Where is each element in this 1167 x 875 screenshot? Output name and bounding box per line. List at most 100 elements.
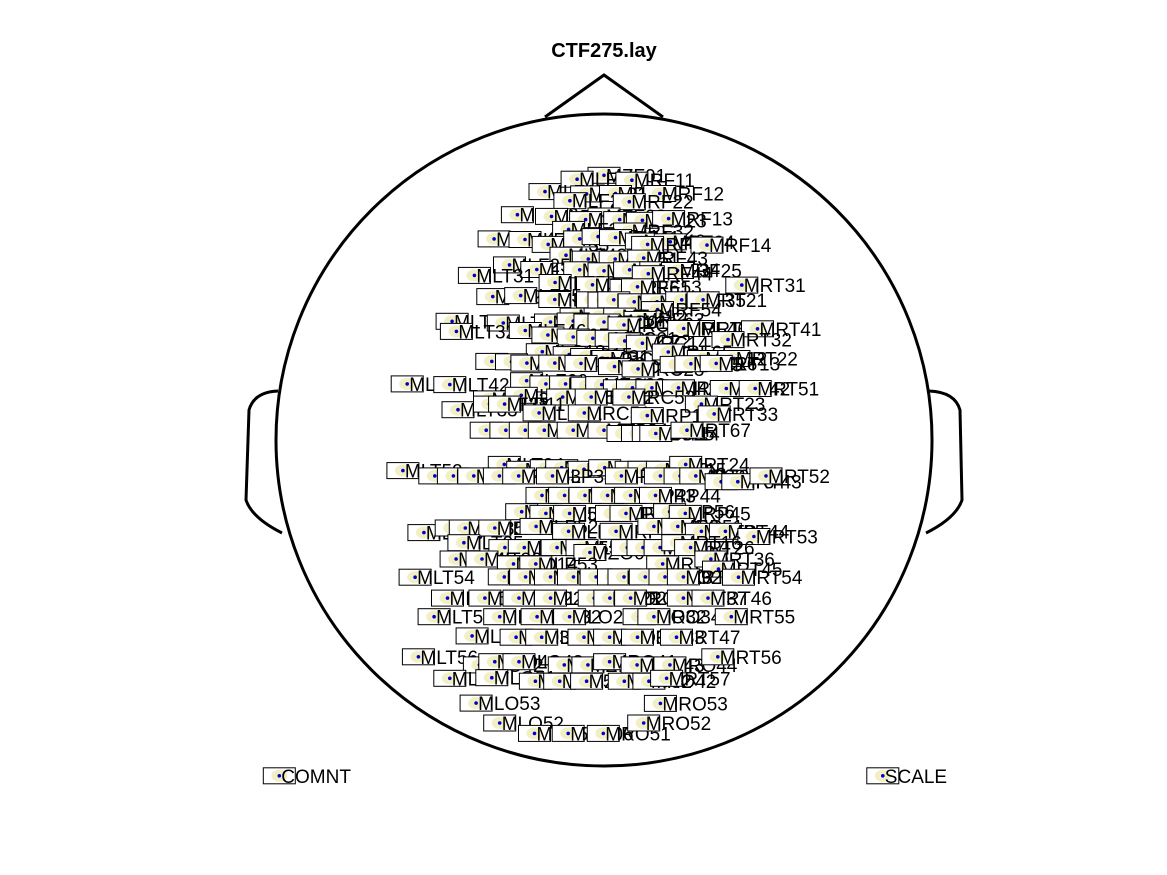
channel-dot xyxy=(608,596,612,600)
channel-label: MRF14 xyxy=(709,236,772,257)
channel-label: MRF12 xyxy=(662,185,724,206)
channel-dot xyxy=(432,614,436,619)
channel-dot xyxy=(567,511,572,516)
channel-dot xyxy=(622,575,626,579)
channel-dot xyxy=(450,319,454,324)
channel-dot xyxy=(562,663,567,667)
channel-dot xyxy=(627,199,632,204)
channel-label: MRT67 xyxy=(689,421,751,442)
channel-label: MRT31 xyxy=(744,276,806,297)
layout-title: CTF275.lay xyxy=(551,40,657,62)
channel-scale: SCALE xyxy=(866,767,947,788)
channel-dot xyxy=(658,191,662,196)
channel-label: MRT55 xyxy=(733,608,795,629)
channel-dot xyxy=(658,545,662,550)
channel-mrt57: MRT57 xyxy=(650,669,731,690)
channel-dot xyxy=(497,721,502,725)
channel-mrt53: MRT53 xyxy=(737,528,818,549)
channel-label: MLT31 xyxy=(476,266,534,287)
channel-dot xyxy=(448,382,452,387)
channel-dot xyxy=(712,412,716,416)
channel-dot xyxy=(653,493,658,498)
channel-dot xyxy=(619,474,624,478)
channel-dot xyxy=(740,283,744,287)
channel-dot xyxy=(643,575,648,579)
channel-dot xyxy=(590,283,595,287)
channel-dot xyxy=(566,731,570,736)
channel-dot xyxy=(701,298,705,302)
channel-mrt54: MRT54 xyxy=(722,568,803,589)
channel-dot xyxy=(472,474,476,478)
channel-mlt32: MLT32 xyxy=(439,322,516,343)
channel-dot xyxy=(668,240,673,244)
channel-dot xyxy=(652,524,656,529)
channel-dot xyxy=(577,268,582,272)
channel-dot xyxy=(688,545,693,550)
channel-dot xyxy=(683,462,688,467)
channel-dot xyxy=(652,614,656,619)
channel-label: MRT33 xyxy=(716,405,778,426)
channel-mrt55: MRT55 xyxy=(714,608,795,629)
channel-dot xyxy=(736,479,740,484)
channel-dot xyxy=(654,431,658,436)
channel-label: MRC53 xyxy=(631,388,695,409)
channel-dot xyxy=(553,361,557,365)
channel-dot xyxy=(655,307,660,312)
channel-mrt67: MRT67 xyxy=(670,421,751,442)
channel-dot xyxy=(525,361,529,365)
channel-dot xyxy=(557,679,562,683)
channel-dot xyxy=(277,774,282,778)
channel-mrt56: MRT56 xyxy=(701,648,782,669)
channel-dot xyxy=(645,413,650,418)
channel-dot xyxy=(549,214,554,219)
channel-label: MRT21 xyxy=(705,291,767,312)
channel-mrt31: MRT31 xyxy=(725,276,806,297)
channel-dot xyxy=(613,235,618,240)
channel-dot xyxy=(503,545,507,550)
channel-dot xyxy=(490,675,494,680)
left-ear-outline xyxy=(244,389,283,535)
channel-mrt33: MRT33 xyxy=(697,405,778,426)
channel-dot xyxy=(681,326,686,331)
channel-dot xyxy=(602,269,606,273)
channel-mrc53: MRC53 xyxy=(612,388,695,409)
channel-dot xyxy=(660,562,665,566)
channel-mrt47: MRT47 xyxy=(660,628,740,649)
channel-dot xyxy=(543,189,547,194)
channel-dot xyxy=(617,217,622,222)
channel-dot xyxy=(622,339,627,343)
right-ear-outline xyxy=(925,389,964,535)
channel-dot xyxy=(732,356,736,361)
channel-mrf22: MRF22 xyxy=(612,193,694,214)
channel-dot xyxy=(645,242,650,247)
channel-mrt22: MRT22 xyxy=(717,350,798,371)
channel-dot xyxy=(550,474,555,478)
channel-dot xyxy=(601,731,606,736)
channel-dot xyxy=(640,341,645,346)
channel-dot xyxy=(666,216,671,221)
channel-dot xyxy=(462,540,466,545)
channel-label: MLT55 xyxy=(436,608,494,629)
channel-dot xyxy=(416,655,421,659)
channel-label: MRF13 xyxy=(671,210,733,231)
channel-dot xyxy=(502,575,507,579)
channel-dot xyxy=(555,545,559,550)
channel-dot xyxy=(716,567,721,571)
channel-dot xyxy=(497,614,502,619)
channel-dot xyxy=(628,493,633,498)
channel-dot xyxy=(493,526,497,530)
channel-dot xyxy=(627,268,632,272)
channel-dot xyxy=(501,321,506,325)
channel-label: MRO34 xyxy=(656,608,722,629)
channel-dot xyxy=(589,395,593,399)
channel-label: SCALE xyxy=(885,767,947,788)
channel-mlp34: MLP34 xyxy=(536,467,616,488)
channel-markers: MZF01MLF11MRF11MLF12MLF21MRF21MRF12MLF22… xyxy=(386,166,830,745)
channel-dot xyxy=(517,596,521,600)
nose-outline xyxy=(544,73,664,119)
channel-label: MLP34 xyxy=(555,467,616,488)
channel-dot xyxy=(548,596,553,600)
channel-dot xyxy=(534,524,538,529)
channel-dot xyxy=(445,596,450,600)
channel-dot xyxy=(614,529,618,534)
